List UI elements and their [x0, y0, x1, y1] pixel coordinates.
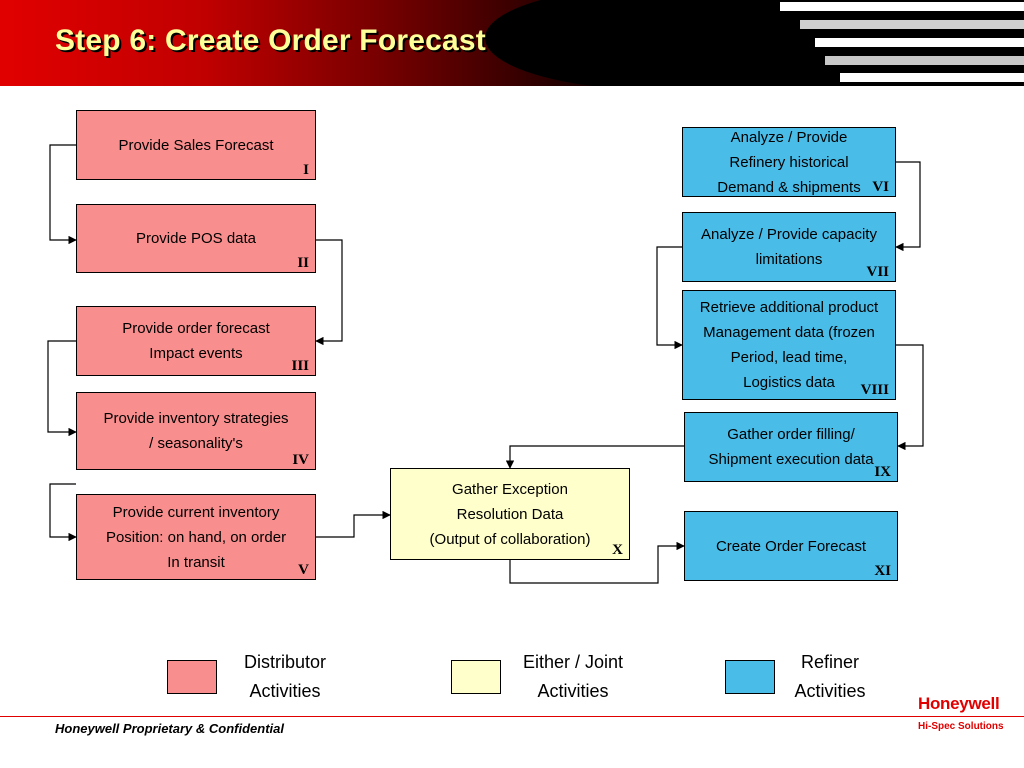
- step-box-vii: Analyze / Provide capacity limitations V…: [682, 212, 896, 282]
- legend-label-refiner: Refiner Activities: [794, 652, 866, 701]
- step-box-xi: Create Order Forecast XI: [684, 511, 898, 581]
- connector-ix-x: [505, 445, 684, 469]
- step-label: Gather order filling/ Shipment execution…: [708, 426, 874, 468]
- step-box-v: Provide current inventory Position: on h…: [76, 494, 316, 580]
- step-box-ix: Gather order filling/ Shipment execution…: [684, 412, 898, 482]
- step-number: VI: [872, 179, 889, 195]
- connector-x-xi: [509, 541, 685, 584]
- step-label: Create Order Forecast: [715, 537, 867, 555]
- honeywell-logo: Honeywell: [918, 694, 1000, 713]
- step-box-x: Gather Exception Resolution Data (Output…: [390, 468, 630, 560]
- step-number: XI: [874, 563, 891, 579]
- connector-viii-ix: [896, 344, 924, 451]
- step-label: Retrieve additional product Management d…: [699, 299, 879, 391]
- legend-swatch-distributor: [167, 660, 217, 694]
- connector-vii-viii: [656, 246, 683, 350]
- connector-v-x: [316, 510, 391, 538]
- step-number: I: [303, 162, 309, 178]
- legend-label-distributor: Distributor Activities: [243, 652, 327, 701]
- legend-label-joint: Either / Joint Activities: [522, 652, 624, 701]
- step-label: Analyze / Provide Refinery historical De…: [717, 128, 861, 196]
- step-number: III: [291, 358, 309, 374]
- step-box-vi: Analyze / Provide Refinery historical De…: [682, 127, 896, 197]
- banner-swoosh-graphic: [485, 0, 1024, 86]
- footer-divider: [0, 716, 1024, 717]
- step-label: Analyze / Provide capacity limitations: [701, 226, 877, 268]
- legend-swatch-joint: [451, 660, 501, 694]
- step-number: VII: [866, 264, 889, 280]
- connector-ii-iii: [315, 239, 343, 346]
- step-number: II: [297, 255, 309, 271]
- step-number: V: [298, 562, 309, 578]
- connector-i-ii: [49, 144, 77, 245]
- connector-vi-vii: [895, 161, 921, 252]
- step-box-iv: Provide inventory strategies / seasonali…: [76, 392, 316, 470]
- step-box-viii: Retrieve additional product Management d…: [682, 290, 896, 400]
- step-box-iii: Provide order forecast Impact events III: [76, 306, 316, 376]
- step-label: Provide POS data: [135, 230, 257, 247]
- legend-swatch-refiner: [725, 660, 775, 694]
- step-label: Gather Exception Resolution Data (Output…: [429, 480, 591, 548]
- step-box-ii: Provide POS data II: [76, 204, 316, 273]
- step-label: Provide current inventory Position: on h…: [105, 503, 287, 571]
- step-number: X: [612, 542, 623, 558]
- connector-iv-v: [49, 483, 77, 542]
- step-number: IX: [874, 464, 891, 480]
- confidential-notice: Honeywell Proprietary & Confidential: [55, 721, 284, 736]
- title-banner: Step 6: Create Order Forecast: [0, 0, 1024, 86]
- page-title: Step 6: Create Order Forecast: [55, 24, 486, 57]
- logo-tagline: Hi-Spec Solutions: [918, 721, 1004, 732]
- step-box-i: Provide Sales Forecast I: [76, 110, 316, 180]
- step-label: Provide inventory strategies / seasonali…: [103, 410, 289, 452]
- connector-iii-iv: [47, 340, 77, 437]
- step-number: VIII: [860, 382, 889, 398]
- step-label: Provide order forecast Impact events: [122, 320, 270, 362]
- step-number: IV: [292, 452, 309, 468]
- step-label: Provide Sales Forecast: [118, 136, 274, 154]
